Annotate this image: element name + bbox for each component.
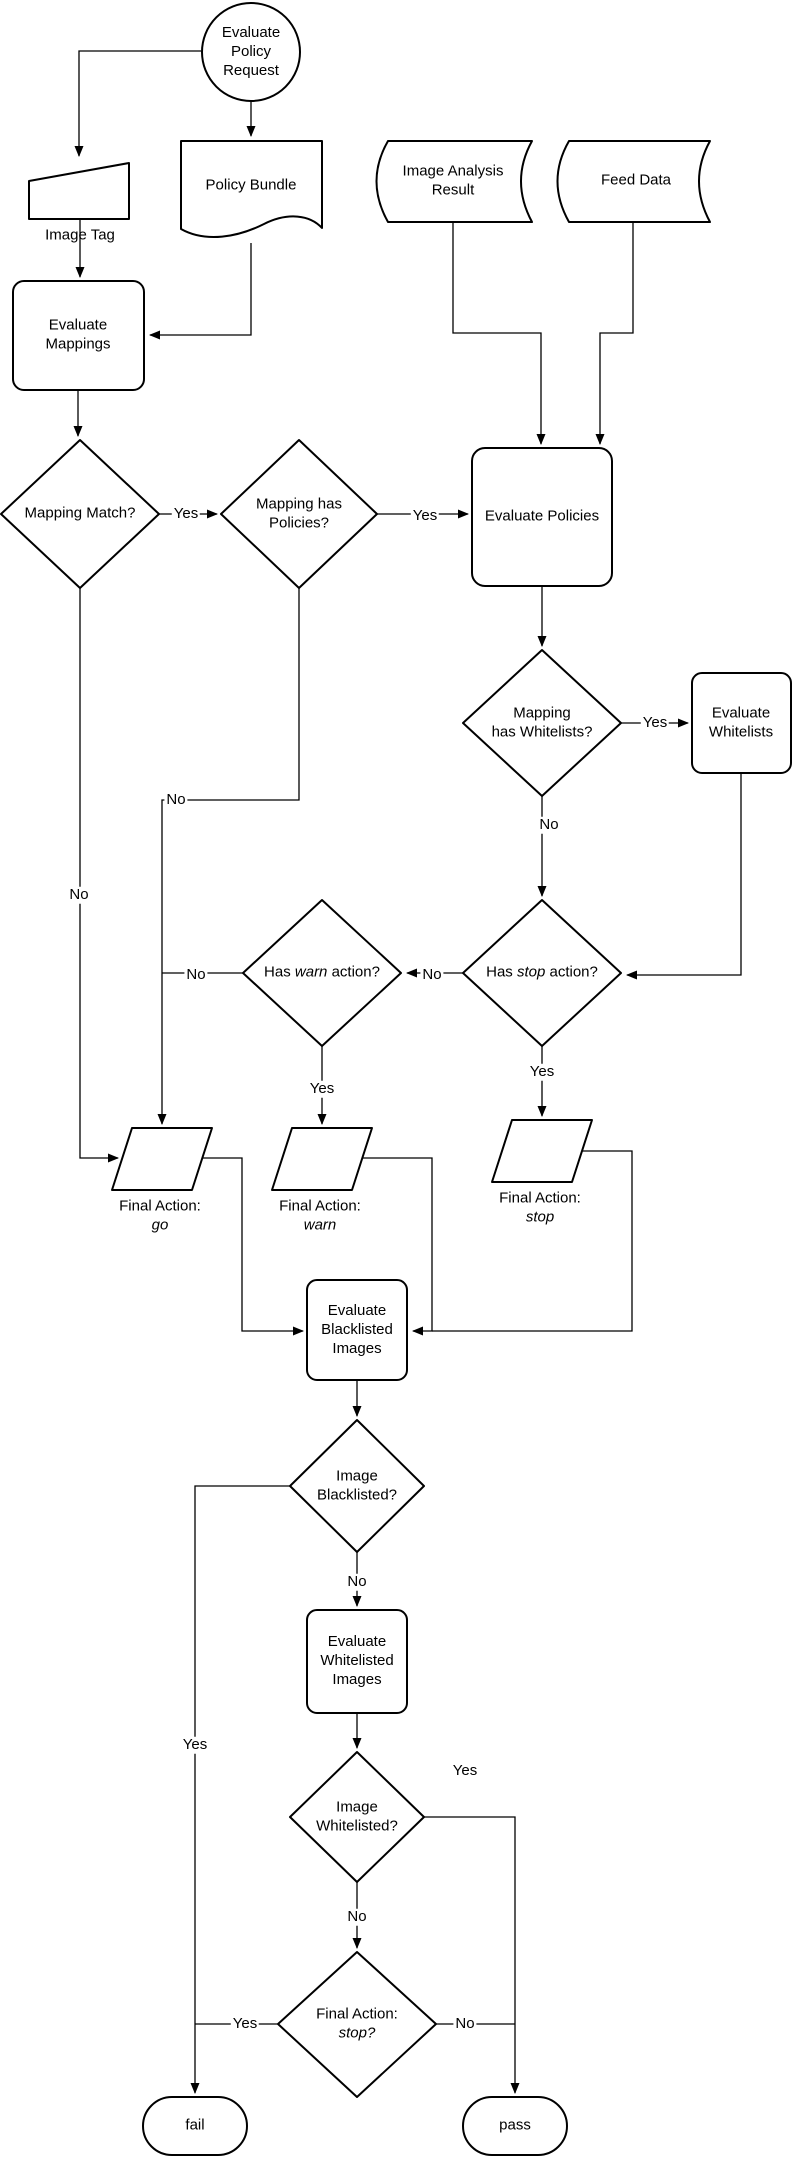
label-final-action-stop-q: Final Action:stop? bbox=[316, 2005, 398, 2041]
label-evaluate-policies: Evaluate Policies bbox=[484, 507, 600, 525]
edge-label-policies-yes: Yes bbox=[410, 506, 440, 525]
edge-match-no bbox=[79, 588, 119, 1163]
label-final-action-go: Final Action:go bbox=[119, 1197, 201, 1233]
label-evaluate-whitelists: Evaluate Whitelists bbox=[708, 704, 774, 740]
edge-warn-to-blacklisted bbox=[362, 1157, 433, 1336]
decision-has-warn-action bbox=[242, 899, 402, 1047]
process-evaluate-whitelisted-images bbox=[306, 1609, 408, 1714]
terminator-pass bbox=[462, 2096, 568, 2156]
edge-label-whitelists-no: No bbox=[537, 815, 561, 834]
edge-label-whitelisted-no: No bbox=[345, 1907, 369, 1926]
label-fail: fail bbox=[185, 2116, 205, 2134]
label-image-blacklisted: Image Blacklisted? bbox=[316, 1467, 398, 1503]
edge-policies-no bbox=[157, 588, 300, 1125]
edge-go-to-blacklisted bbox=[202, 1157, 304, 1336]
decision-image-whitelisted bbox=[289, 1751, 425, 1883]
edge-label-final-stop-yes: Yes bbox=[230, 2014, 260, 2033]
edge-label-match-yes: Yes bbox=[171, 504, 201, 523]
io-final-action-stop bbox=[491, 1119, 593, 1183]
label-image-whitelisted: Image Whitelisted? bbox=[316, 1798, 398, 1834]
edge-label-match-no: No bbox=[67, 885, 91, 904]
edge-analysis-to-policies bbox=[452, 223, 546, 445]
edge-request-to-imagetag bbox=[74, 50, 201, 157]
label-feed-data: Feed Data bbox=[600, 171, 672, 189]
edge-evalwhitelists-to-stop bbox=[626, 773, 742, 980]
edge-label-stop-yes: Yes bbox=[527, 1062, 557, 1081]
edge-label-warn-yes: Yes bbox=[307, 1079, 337, 1098]
edge-blacklisted-yes-to-fail bbox=[190, 1485, 290, 2094]
label-has-stop-action: Has stop action? bbox=[486, 963, 598, 981]
decision-has-stop-action bbox=[462, 899, 622, 1047]
label-final-action-stop: Final Action:stop bbox=[499, 1189, 581, 1225]
decision-mapping-has-whitelists bbox=[462, 649, 622, 797]
start-circle bbox=[201, 2, 301, 102]
label-has-warn-action: Has warn action? bbox=[264, 963, 380, 981]
edge-feed-to-policies bbox=[595, 223, 634, 445]
edge-label-policies-no: No bbox=[164, 790, 188, 809]
decision-mapping-has-policies bbox=[220, 439, 378, 589]
label-final-action-warn: Final Action:warn bbox=[279, 1197, 361, 1233]
label-evaluate-policy-request: Evaluate Policy Request bbox=[221, 23, 281, 79]
edge-label-blacklisted-yes: Yes bbox=[180, 1735, 210, 1754]
decision-mapping-match bbox=[0, 439, 160, 589]
label-mapping-has-policies: Mapping has Policies? bbox=[256, 495, 342, 531]
edge-label-stop-no: No bbox=[420, 965, 444, 984]
decision-image-blacklisted bbox=[289, 1419, 425, 1553]
process-evaluate-blacklisted-images bbox=[306, 1279, 408, 1381]
process-evaluate-mappings bbox=[12, 280, 145, 391]
storage-feed-data bbox=[556, 140, 711, 223]
label-evaluate-blacklisted-images: Evaluate Blacklisted Images bbox=[321, 1301, 393, 1357]
label-mapping-has-whitelists: Mapping has Whitelists? bbox=[491, 704, 593, 740]
edge-whitelisted-yes-to-pass bbox=[424, 1816, 520, 2094]
storage-image-analysis-result bbox=[375, 140, 533, 223]
process-evaluate-whitelists bbox=[691, 672, 792, 774]
io-final-action-warn bbox=[271, 1127, 373, 1191]
decision-final-action-stop bbox=[277, 1951, 437, 2098]
label-evaluate-whitelisted-images: Evaluate Whitelisted Images bbox=[320, 1632, 394, 1688]
label-image-tag: Image Tag bbox=[45, 226, 115, 244]
edge-label-warn-no: No bbox=[184, 965, 208, 984]
edge-label-whitelisted-yes: Yes bbox=[450, 1761, 480, 1780]
document-policy-bundle bbox=[180, 140, 323, 239]
label-evaluate-mappings: Evaluate Mappings bbox=[45, 316, 111, 352]
edge-label-final-stop-no: No bbox=[453, 2014, 477, 2033]
label-pass: pass bbox=[499, 2116, 531, 2134]
label-mapping-match: Mapping Match? bbox=[24, 504, 136, 522]
label-policy-bundle: Policy Bundle bbox=[205, 176, 297, 194]
process-evaluate-policies bbox=[471, 447, 613, 587]
edge-label-blacklisted-no: No bbox=[345, 1572, 369, 1591]
manual-input-image-tag bbox=[28, 162, 130, 220]
edge-label-whitelists-yes: Yes bbox=[640, 713, 670, 732]
label-image-analysis-result: Image Analysis Result bbox=[402, 162, 504, 198]
edge-bundle-to-mappings bbox=[149, 243, 252, 340]
terminator-fail bbox=[142, 2096, 248, 2156]
edge-stop-to-blacklisted bbox=[432, 1150, 633, 1332]
io-final-action-go bbox=[111, 1127, 213, 1191]
